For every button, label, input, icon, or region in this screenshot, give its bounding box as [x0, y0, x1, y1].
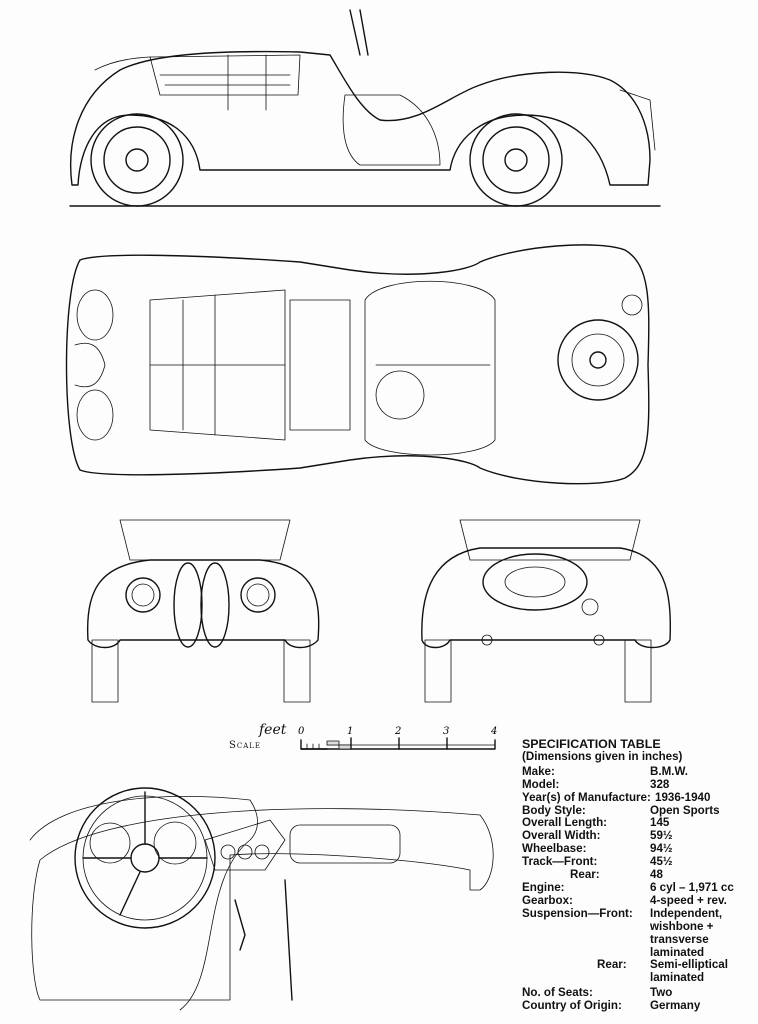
spec-label: Make:: [522, 764, 555, 778]
spec-label: Overall Length:: [522, 816, 608, 830]
side-view: [69, 9, 661, 207]
spec-row: Rear: 48: [522, 868, 758, 882]
spec-row: No. of Seats: Two: [522, 986, 758, 1000]
spec-label: Wheelbase:: [522, 842, 587, 856]
spec-row: Model: 328: [522, 777, 758, 792]
scale-tick: 0: [298, 726, 305, 737]
rear-view: [421, 519, 671, 703]
spec-value: Open Sports: [650, 803, 720, 817]
spec-label: Rear:: [597, 958, 627, 972]
spec-value: 1936-1940: [655, 790, 711, 804]
spec-row: Gearbox: 4-speed + rev.: [522, 893, 758, 908]
spec-label: Overall Width:: [522, 829, 601, 843]
spec-value: 6 cyl – 1,971 cc: [650, 880, 734, 894]
spec-value: 328: [650, 777, 670, 791]
scale-tick: 4: [491, 726, 498, 737]
spec-label: Track—Front:: [522, 855, 598, 869]
scale-tick: 2: [395, 726, 402, 737]
spec-label: Suspension—Front:: [522, 906, 633, 920]
spec-value: Semi-elliptical laminated: [650, 958, 728, 985]
scale-unit-label: feet: [259, 722, 287, 738]
spec-value: 94½: [650, 842, 673, 856]
scale-label: Scale: [229, 740, 262, 751]
scale-tick: 3: [443, 726, 450, 737]
spec-row: Year(s) of Manufacture: 1936-1940: [522, 790, 758, 805]
spec-row: Make: B.M.W.: [522, 764, 758, 779]
spec-value: 59½: [650, 829, 673, 843]
spec-value: 4-speed + rev.: [650, 893, 727, 907]
spec-label: Gearbox:: [522, 893, 573, 907]
specification-table: SPECIFICATION TABLE (Dimensions given in…: [522, 738, 758, 1013]
spec-label: Rear:: [570, 868, 600, 882]
scale-bar: [300, 737, 496, 750]
spec-row: Rear: Semi-elliptical laminated: [522, 959, 758, 985]
spec-row: Overall Length: 145: [522, 817, 758, 830]
spec-label: Year(s) of Manufacture:: [522, 790, 651, 804]
scale-tick: 1: [347, 726, 354, 737]
spec-title: SPECIFICATION TABLE: [522, 737, 661, 751]
spec-label: Engine:: [522, 880, 565, 894]
spec-row: Track—Front: 45½: [522, 855, 758, 869]
spec-value: Germany: [650, 999, 701, 1013]
spec-value: 45½: [650, 855, 673, 869]
spec-value: Independent, wishbone + transverse lamin…: [650, 906, 723, 959]
spec-value: 145: [650, 816, 670, 830]
spec-label: Country of Origin:: [522, 999, 622, 1013]
spec-row: Overall Width: 59½: [522, 829, 758, 843]
spec-value: 48: [650, 868, 663, 882]
spec-row: Suspension—Front: Independent, wishbone +…: [522, 906, 758, 960]
spec-label: No. of Seats:: [522, 986, 593, 1000]
spec-label: Model:: [522, 777, 560, 791]
front-view: [86, 519, 320, 703]
spec-value: Two: [650, 986, 673, 1000]
spec-row: Body Style: Open Sports: [522, 803, 758, 818]
dashboard-view: [29, 787, 494, 1011]
spec-row: Country of Origin: Germany: [522, 999, 758, 1013]
spec-row: Wheelbase: 94½: [522, 842, 758, 856]
top-view: [65, 244, 650, 485]
spec-label: Body Style:: [522, 803, 586, 817]
spec-value: B.M.W.: [650, 764, 688, 778]
spec-row: Engine: 6 cyl – 1,971 cc: [522, 880, 758, 895]
spec-subtitle: (Dimensions given in inches): [522, 749, 683, 763]
